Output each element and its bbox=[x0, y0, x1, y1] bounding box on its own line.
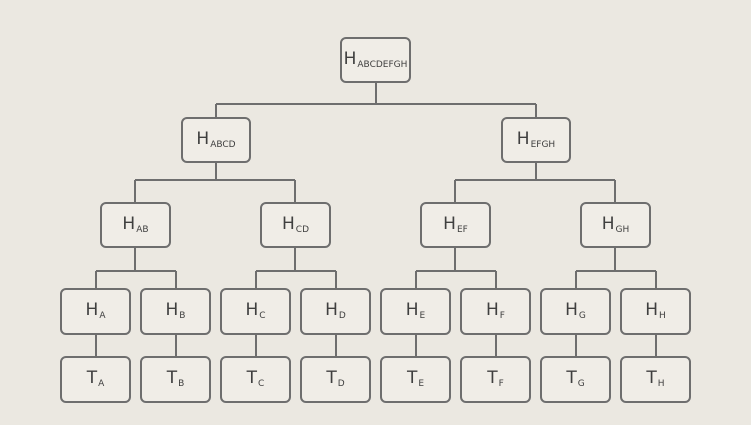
node-h-e: HE bbox=[380, 288, 451, 335]
node-t-g: TG bbox=[540, 356, 611, 403]
node-label: HC bbox=[245, 300, 266, 321]
node-label: TC bbox=[246, 368, 265, 389]
node-t-a: TA bbox=[60, 356, 131, 403]
node-label: TE bbox=[406, 368, 425, 389]
node-h-efgh: HEFGH bbox=[501, 117, 571, 163]
node-h-g: HG bbox=[540, 288, 611, 335]
node-label: HAB bbox=[122, 213, 149, 235]
node-t-h: TH bbox=[620, 356, 691, 403]
node-label: TG bbox=[566, 368, 585, 389]
node-label: HABCDEFGH bbox=[343, 48, 408, 70]
node-label: TA bbox=[86, 368, 105, 389]
node-label: TB bbox=[166, 368, 185, 389]
node-label: HA bbox=[85, 300, 106, 321]
node-label: HG bbox=[565, 300, 586, 321]
node-label: HEF bbox=[443, 213, 468, 235]
node-label: HF bbox=[486, 300, 505, 321]
node-h-h: HH bbox=[620, 288, 691, 335]
node-label: HEFGH bbox=[516, 128, 556, 150]
node-h-d: HD bbox=[300, 288, 371, 335]
node-label: HCD bbox=[281, 213, 309, 235]
node-label: TH bbox=[646, 368, 665, 389]
node-t-b: TB bbox=[140, 356, 211, 403]
node-t-e: TE bbox=[380, 356, 451, 403]
node-h-cd: HCD bbox=[260, 202, 331, 248]
node-h-abcdefgh: HABCDEFGH bbox=[340, 37, 411, 83]
node-h-ef: HEF bbox=[420, 202, 491, 248]
node-t-f: TF bbox=[460, 356, 531, 403]
node-h-ab: HAB bbox=[100, 202, 171, 248]
node-label: TF bbox=[487, 368, 504, 389]
node-h-c: HC bbox=[220, 288, 291, 335]
node-label: HE bbox=[405, 300, 426, 321]
node-h-gh: HGH bbox=[580, 202, 651, 248]
node-label: HD bbox=[325, 300, 346, 321]
node-label: HABCD bbox=[196, 128, 236, 150]
node-label: HGH bbox=[601, 213, 630, 235]
node-label: TD bbox=[326, 368, 345, 389]
node-t-c: TC bbox=[220, 356, 291, 403]
node-t-d: TD bbox=[300, 356, 371, 403]
node-h-f: HF bbox=[460, 288, 531, 335]
node-h-a: HA bbox=[60, 288, 131, 335]
node-label: HB bbox=[165, 300, 186, 321]
node-h-abcd: HABCD bbox=[181, 117, 251, 163]
node-h-b: HB bbox=[140, 288, 211, 335]
node-label: HH bbox=[645, 300, 666, 321]
